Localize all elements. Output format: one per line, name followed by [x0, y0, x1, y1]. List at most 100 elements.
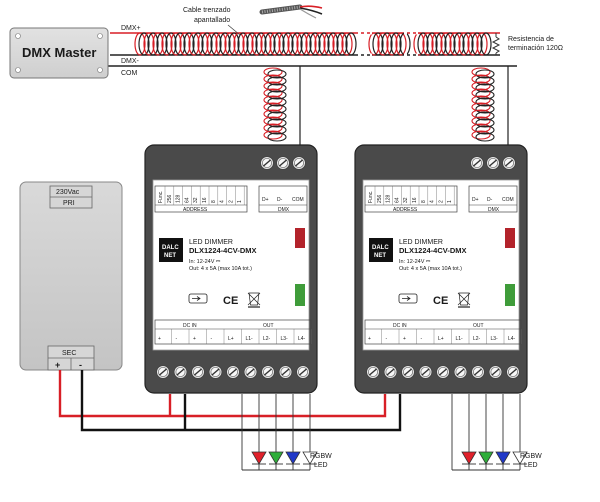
address-label: ADDRESS	[183, 207, 208, 213]
led-triangle	[302, 451, 318, 465]
dmx-term-label: D-	[487, 197, 493, 203]
led-triangle	[268, 451, 284, 465]
device-spec-in: In: 12-24V ⎓	[189, 259, 221, 265]
led-triangle	[478, 451, 494, 465]
termination-resistor	[491, 33, 501, 55]
address-bit-label: 256	[377, 194, 383, 203]
terminal-label: L+	[438, 336, 444, 342]
ps-plus-label: +	[55, 360, 60, 370]
dmx-term-label: COM	[502, 197, 514, 203]
terminal-label: -	[421, 336, 423, 342]
dmx-master-label: DMX Master	[22, 45, 96, 60]
svg-text:NET: NET	[374, 253, 386, 259]
terminal-label: L+	[228, 336, 234, 342]
address-bit-label: 4	[220, 200, 226, 203]
address-bit-label: 1	[447, 200, 453, 203]
led-label-line1: RGBW	[520, 453, 542, 460]
address-bit-label: 16	[202, 197, 208, 203]
led-triangle	[285, 451, 301, 465]
dmx-term-label: COM	[292, 197, 304, 203]
terminal-label: L2-	[473, 336, 481, 342]
status-led-green	[505, 284, 515, 306]
status-led-red	[505, 228, 515, 248]
dmx-terminal-block	[259, 155, 307, 171]
svg-text:DALC: DALC	[162, 245, 179, 251]
ce-mark: CE	[433, 295, 448, 307]
led-label-line2: LED	[524, 462, 538, 469]
ps-pri-label: PRI	[63, 200, 75, 207]
terminal-label: L2-	[263, 336, 271, 342]
dmx-term-label: D+	[472, 197, 479, 203]
dmx-plus-label: DMX+	[121, 25, 141, 32]
terminal-label: -	[211, 336, 213, 342]
svg-text:NET: NET	[164, 253, 176, 259]
address-bit-label: Func.	[158, 190, 164, 203]
led-triangle	[251, 451, 267, 465]
cable-label-line1: Cable trenzado	[183, 7, 231, 14]
power-supply: 230Vac PRI SEC + -	[19, 181, 123, 371]
address-bit-label: 1	[237, 200, 243, 203]
rgbw-led-output: RGBW LED	[451, 394, 542, 471]
device-spec-out: Out: 4 x 5A (max 10A tot.)	[189, 266, 252, 272]
termination-label-line1: Resistencia de	[508, 36, 554, 43]
address-bit-label: 2	[228, 200, 234, 203]
terminal-label: +	[193, 336, 196, 342]
address-bit-label: 64	[184, 197, 190, 203]
terminal-label: L4-	[508, 336, 516, 342]
dmx-term-label: D-	[277, 197, 283, 203]
device-type: LED DIMMER	[189, 239, 233, 246]
address-label: ADDRESS	[393, 207, 418, 213]
address-bit-label: 128	[386, 194, 392, 203]
terminal-label: L4-	[298, 336, 306, 342]
device-model: DLX1224-4CV-DMX	[189, 246, 257, 255]
dmx-com-label: COM	[121, 70, 138, 77]
out-label: OUT	[263, 323, 274, 329]
address-bit-label: 4	[430, 200, 436, 203]
twisted-pair-bus	[134, 31, 492, 57]
led-label-line2: LED	[314, 462, 328, 469]
dalcnet-logo: DALC NET	[159, 238, 183, 262]
led-triangle	[512, 451, 528, 465]
out-label: OUT	[473, 323, 484, 329]
address-bit-label: 2	[438, 200, 444, 203]
device-type: LED DIMMER	[399, 239, 443, 246]
terminal-label: +	[158, 336, 161, 342]
address-bit-label: 32	[193, 197, 199, 203]
terminal-label: +	[368, 336, 371, 342]
dmx-master: DMX Master	[9, 27, 109, 79]
terminal-label: +	[403, 336, 406, 342]
dmx-term-label: D+	[262, 197, 269, 203]
output-terminal-block	[365, 364, 521, 380]
termination-label-line2: terminación 120Ω	[508, 45, 563, 52]
device-spec-out: Out: 4 x 5A (max 10A tot.)	[399, 266, 462, 272]
terminal-label: L1-	[246, 336, 254, 342]
address-bit-label: 128	[176, 194, 182, 203]
power-wiring	[58, 370, 402, 432]
cable-label-line2: apantallado	[194, 17, 230, 24]
terminal-label: L3-	[281, 336, 289, 342]
terminal-label: L1-	[456, 336, 464, 342]
led-triangle	[495, 451, 511, 465]
address-bit-label: 8	[211, 200, 217, 203]
status-led-green	[295, 284, 305, 306]
led-triangle	[461, 451, 477, 465]
address-bit-label: 8	[421, 200, 427, 203]
address-bit-label: Func.	[368, 190, 374, 203]
device-spec-in: In: 12-24V ⎓	[399, 259, 431, 265]
terminal-label: -	[386, 336, 388, 342]
output-terminal-block	[155, 364, 311, 380]
dmx-terminal-block	[469, 155, 517, 171]
dmx-box-label: DMX	[488, 207, 500, 213]
address-bit-label: 256	[167, 194, 173, 203]
device-model: DLX1224-4CV-DMX	[399, 246, 467, 255]
dmx-minus-label: DMX-	[121, 58, 140, 65]
certification-marks: CE	[398, 292, 471, 308]
dmx-box-label: DMX	[278, 207, 290, 213]
